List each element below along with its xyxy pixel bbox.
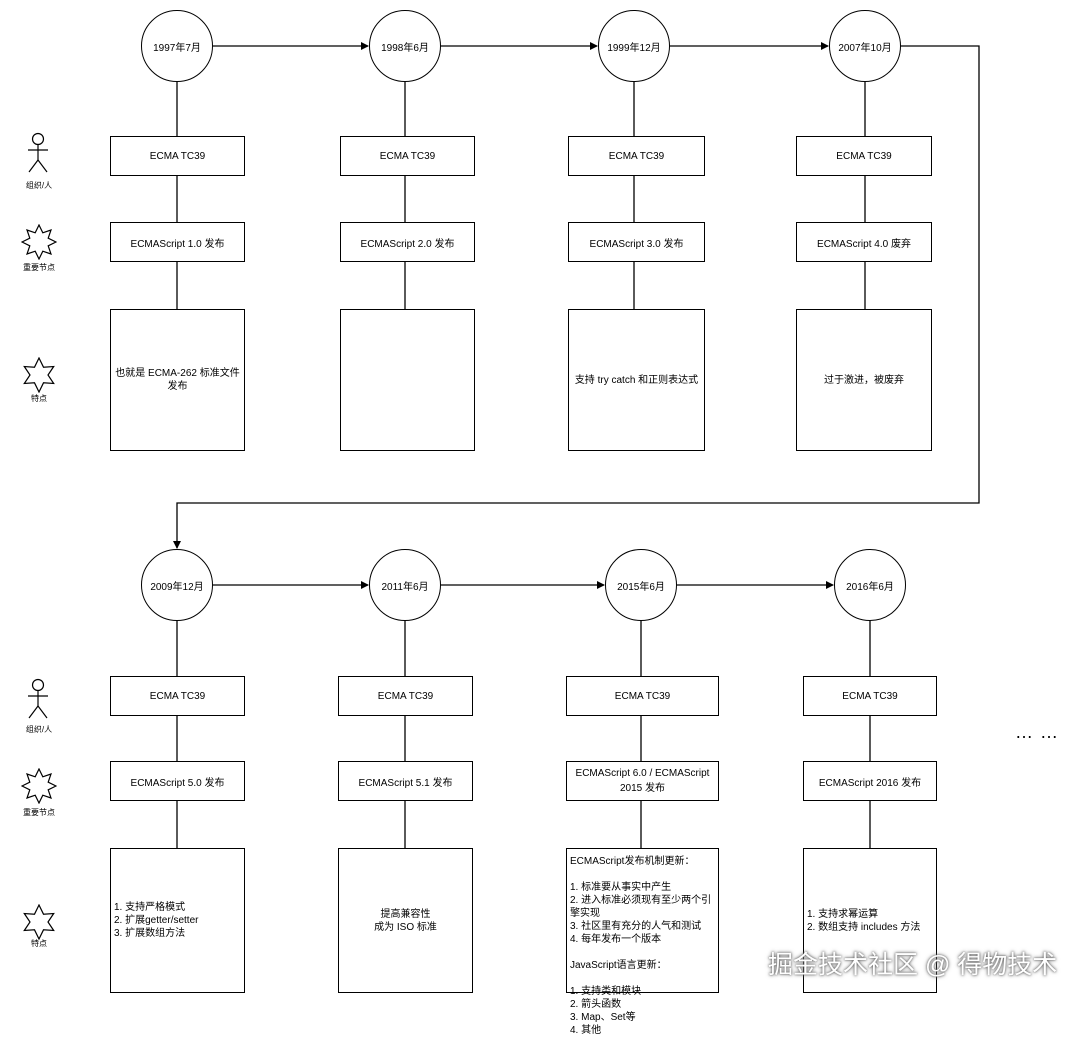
star-burst-icon: [21, 768, 57, 804]
feature-box: 1. 支持求幂运算 2. 数组支持 includes 方法: [803, 848, 937, 993]
feature-box: 过于激进，被废弃: [796, 309, 932, 451]
star-icon: [23, 904, 55, 940]
timeline-wrap-arrow: [173, 45, 980, 549]
event-box: ECMAScript 2.0 发布: [340, 222, 475, 262]
milestone-date: 1997年7月: [141, 10, 213, 82]
milestone-date: 2011年6月: [369, 549, 441, 621]
milestone-date: 2015年6月: [605, 549, 677, 621]
milestone-date: 2007年10月: [829, 10, 901, 82]
event-box: ECMAScript 5.1 发布: [338, 761, 473, 801]
feature-box: 支持 try catch 和正则表达式: [568, 309, 705, 451]
feature-box: 提高兼容性 成为 ISO 标准: [338, 848, 473, 993]
actor-icon: [28, 132, 48, 173]
feature-box: ECMAScript发布机制更新： 1. 标准要从事实中产生 2. 进入标准必须…: [566, 848, 719, 1036]
event-box: ECMAScript 5.0 发布: [110, 761, 245, 801]
org-box: ECMA TC39: [568, 136, 705, 176]
org-box: ECMA TC39: [566, 676, 719, 716]
org-box: ECMA TC39: [796, 136, 932, 176]
event-box: ECMAScript 1.0 发布: [110, 222, 245, 262]
feature-box: 也就是 ECMA-262 标准文件发布: [110, 309, 245, 451]
feature-box: 1. 支持严格模式 2. 扩展getter/setter 3. 扩展数组方法: [110, 848, 245, 993]
org-box: ECMA TC39: [110, 136, 245, 176]
lane-label: 重要节点: [23, 808, 55, 817]
star-icon: [23, 357, 55, 393]
actor-icon: [28, 678, 48, 719]
lane-label: 特点: [31, 939, 47, 948]
star-burst-icon: [21, 224, 57, 260]
milestone-date: 1999年12月: [598, 10, 670, 82]
milestone-date: 1998年6月: [369, 10, 441, 82]
feature-box: [340, 309, 475, 451]
lane-label: 组织/人: [25, 181, 53, 190]
event-box: ECMAScript 3.0 发布: [568, 222, 705, 262]
org-box: ECMA TC39: [338, 676, 473, 716]
connector-lines: [173, 42, 980, 848]
event-box: ECMAScript 4.0 废弃: [796, 222, 932, 262]
org-box: ECMA TC39: [110, 676, 245, 716]
org-box: ECMA TC39: [340, 136, 475, 176]
lane-label: 重要节点: [23, 263, 55, 272]
lane-label: 组织/人: [25, 725, 53, 734]
org-box: ECMA TC39: [803, 676, 937, 716]
event-box: ECMAScript 6.0 / ECMAScript 2015 发布: [566, 761, 719, 801]
lane-label: 特点: [31, 394, 47, 403]
continuation-ellipsis: … …: [1015, 722, 1060, 742]
watermark: 掘金技术社区 @ 得物技术: [768, 951, 1058, 979]
event-box: ECMAScript 2016 发布: [803, 761, 937, 801]
milestone-date: 2016年6月: [834, 549, 906, 621]
milestone-date: 2009年12月: [141, 549, 213, 621]
